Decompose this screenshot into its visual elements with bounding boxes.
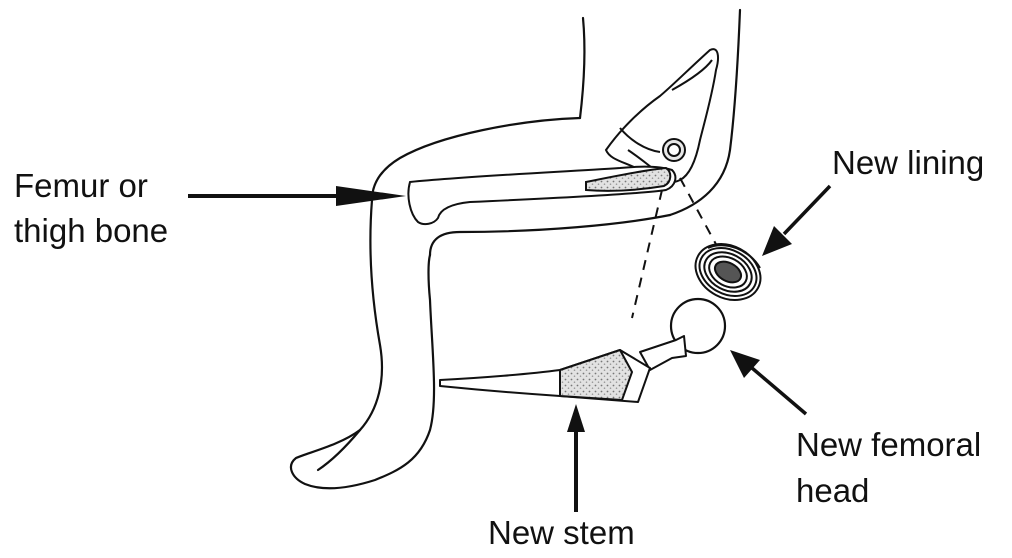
femoral-head-arrow bbox=[730, 350, 806, 414]
lining-label: New lining bbox=[832, 144, 984, 182]
stem-label: New stem bbox=[488, 514, 635, 552]
stem-arrow bbox=[567, 404, 585, 512]
pointer-arrows bbox=[188, 186, 830, 512]
femur-label-line1: Femur or bbox=[14, 167, 148, 205]
lining-arrow bbox=[762, 186, 830, 256]
new-stem-implant bbox=[440, 336, 686, 402]
pelvis-bone bbox=[606, 49, 718, 182]
femur-label-line2: thigh bone bbox=[14, 212, 168, 250]
femoral-head-label-line1: New femoral bbox=[796, 426, 981, 464]
femoral-head-label-line2: head bbox=[796, 472, 869, 510]
leg-outline bbox=[291, 10, 740, 488]
